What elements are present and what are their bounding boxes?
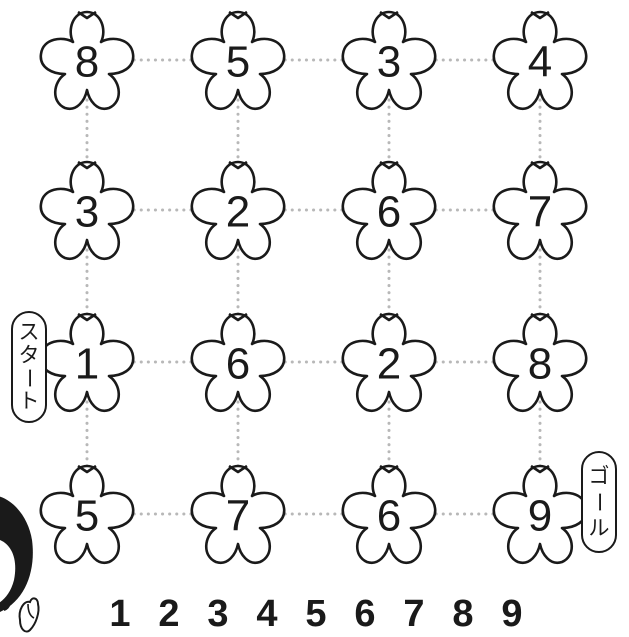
flower-number: 3 — [377, 38, 401, 87]
sequence-number-2: 2 — [158, 593, 179, 635]
tag-char: ル — [589, 516, 610, 540]
flower-cell-r3-c3[interactable]: 2 — [343, 314, 435, 411]
tag-char: ー — [17, 368, 41, 389]
flower-number: 7 — [226, 492, 250, 541]
flower-cell-r3-c1[interactable]: 1 — [41, 314, 133, 411]
tag-char: ゴ — [589, 464, 610, 488]
flower-cell-r2-c4[interactable]: 7 — [494, 162, 586, 259]
character-head-illustration — [0, 495, 33, 612]
sequence-number-5: 5 — [305, 593, 326, 635]
flower-number: 2 — [377, 340, 401, 389]
flower-number: 2 — [226, 188, 250, 237]
sequence-number-3: 3 — [207, 593, 228, 635]
flower-number: 3 — [75, 188, 99, 237]
flower-cell-r1-c2[interactable]: 5 — [192, 12, 284, 109]
flower-number: 1 — [75, 340, 99, 389]
flower-number: 5 — [75, 492, 99, 541]
flower-cell-r4-c4[interactable]: 9 — [494, 466, 586, 563]
flower-number: 8 — [528, 340, 552, 389]
flower-number: 4 — [528, 38, 552, 87]
goal-label: ゴール — [587, 464, 611, 540]
flower-number: 6 — [377, 188, 401, 237]
sequence-number-7: 7 — [403, 593, 424, 635]
tag-char: ス — [19, 320, 40, 344]
tag-char: ト — [19, 389, 40, 413]
sequence-number-9: 9 — [501, 593, 522, 635]
sequence-number-6: 6 — [354, 593, 375, 635]
flower-number: 8 — [75, 38, 99, 87]
flower-number: 7 — [528, 188, 552, 237]
flower-cell-r1-c4[interactable]: 4 — [494, 12, 586, 109]
flower-cell-r3-c4[interactable]: 8 — [494, 314, 586, 411]
flower-cell-r3-c2[interactable]: 6 — [192, 314, 284, 411]
goal-tag: ゴール — [582, 452, 616, 552]
flower-number: 6 — [377, 492, 401, 541]
flower-cell-r2-c3[interactable]: 6 — [343, 162, 435, 259]
flower-number: 6 — [226, 340, 250, 389]
sequence-number-1: 1 — [109, 593, 130, 635]
flower-cell-r2-c1[interactable]: 3 — [41, 162, 133, 259]
flower-cell-r2-c2[interactable]: 2 — [192, 162, 284, 259]
tag-char: ー — [587, 492, 611, 513]
flower-cell-r4-c1[interactable]: 5 — [41, 466, 133, 563]
flower-cell-r4-c2[interactable]: 7 — [192, 466, 284, 563]
sequence-number-8: 8 — [452, 593, 473, 635]
flower-cell-r1-c3[interactable]: 3 — [343, 12, 435, 109]
dotted-paths — [87, 60, 540, 514]
tag-char: タ — [19, 343, 40, 367]
sequence-number-4: 4 — [256, 593, 277, 635]
flower-number: 5 — [226, 38, 250, 87]
flower-grid: 8 5 3 4 3 2 6 7 1 6 2 8 5 7 6 9 — [41, 12, 586, 563]
flower-cell-r1-c1[interactable]: 8 — [41, 12, 133, 109]
flower-cell-r4-c3[interactable]: 6 — [343, 466, 435, 563]
pointing-hand-icon — [20, 598, 39, 631]
flower-number: 9 — [528, 492, 552, 541]
